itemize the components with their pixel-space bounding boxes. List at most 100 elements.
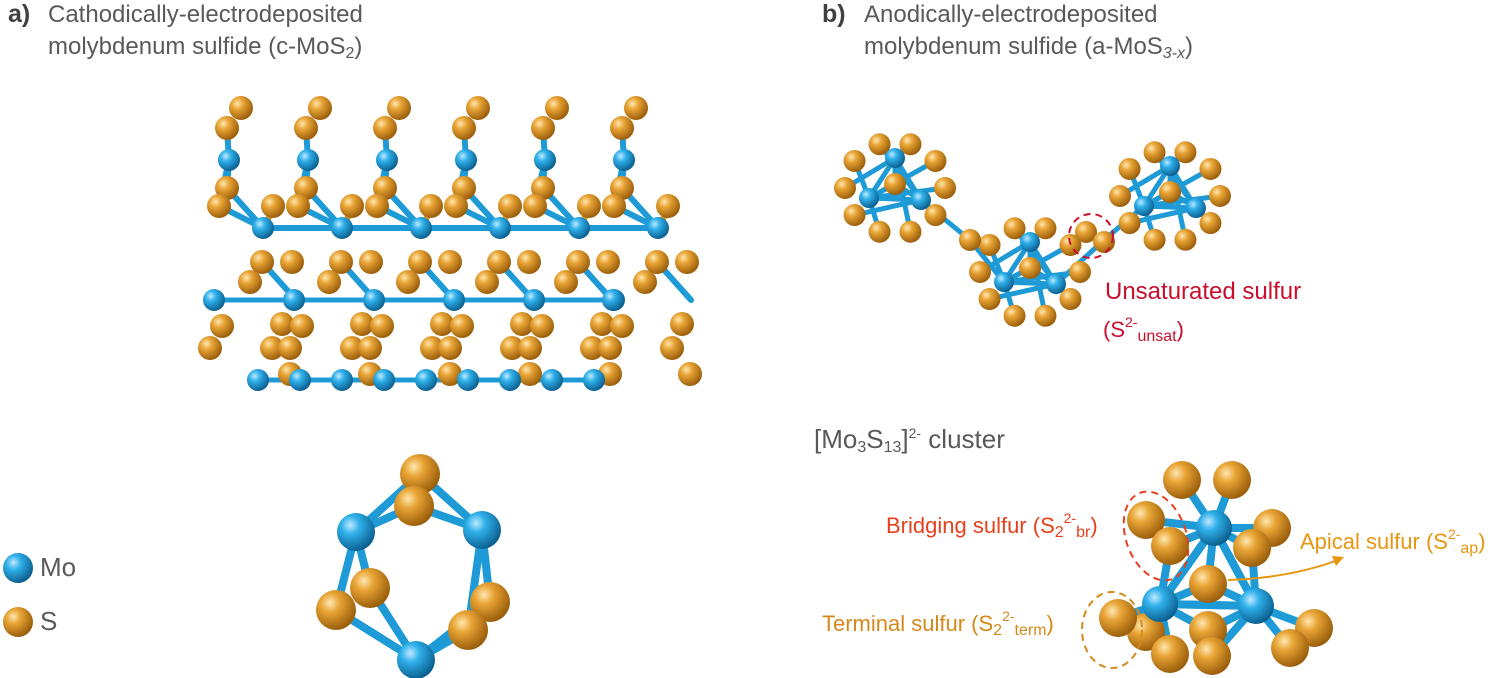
mo-atom bbox=[373, 369, 395, 391]
s-atom bbox=[1151, 635, 1189, 673]
s-atom bbox=[868, 133, 891, 156]
s-atom bbox=[448, 610, 488, 650]
s-atom bbox=[280, 250, 304, 274]
s-atom bbox=[373, 116, 397, 140]
s-atom bbox=[215, 176, 239, 200]
panel-b-letter: b) bbox=[822, 0, 846, 28]
s-atom bbox=[678, 362, 702, 386]
s-atom bbox=[531, 116, 555, 140]
panel-b-title-line2: molybdenum sulfide (a-MoS3-x) bbox=[864, 33, 1194, 62]
s-atom bbox=[1213, 461, 1251, 499]
s-atom bbox=[675, 250, 699, 274]
mo-atom bbox=[218, 149, 240, 171]
mo-atom bbox=[1020, 232, 1040, 252]
apical-sulfur-label: Apical sulfur (S2-ap) bbox=[1300, 526, 1486, 557]
bridging-sulfur-label: Bridging sulfur (S22-br) bbox=[886, 510, 1098, 541]
s-atom bbox=[1109, 185, 1131, 207]
bond bbox=[866, 185, 948, 201]
s-atom bbox=[438, 336, 462, 360]
s-atom bbox=[868, 220, 891, 243]
s-atom bbox=[286, 194, 310, 218]
atom-layer bbox=[3, 96, 1333, 678]
unsaturated-sulfur-symbol: (S2-unsat) bbox=[1103, 314, 1184, 345]
s-atom bbox=[1075, 221, 1097, 243]
mo-atom bbox=[252, 217, 274, 239]
s-atom bbox=[1143, 141, 1166, 164]
s-atom bbox=[207, 194, 231, 218]
s-atom bbox=[470, 582, 510, 622]
s-atom bbox=[517, 250, 541, 274]
s-atom bbox=[500, 336, 524, 360]
s-atom bbox=[358, 336, 382, 360]
s-atom bbox=[290, 314, 314, 338]
unsaturated-sulfur-label: Unsaturated sulfur bbox=[1105, 278, 1302, 305]
s-atom bbox=[475, 270, 499, 294]
s-atom bbox=[340, 336, 364, 360]
apical-sulfur-arrowhead bbox=[1332, 556, 1344, 566]
s-atom bbox=[1143, 228, 1166, 251]
s-atom bbox=[308, 96, 332, 120]
s-atom bbox=[590, 312, 614, 336]
mo-atom bbox=[289, 369, 311, 391]
s-atom bbox=[633, 270, 657, 294]
s-atom bbox=[1233, 529, 1271, 567]
s-atom bbox=[1019, 257, 1041, 279]
s-atom bbox=[365, 194, 389, 218]
mo-atom bbox=[613, 149, 635, 171]
s-atom bbox=[610, 116, 634, 140]
mo-atom bbox=[523, 289, 545, 311]
mo-atom bbox=[297, 149, 319, 171]
s-atom bbox=[215, 116, 239, 140]
mo-atom bbox=[541, 369, 563, 391]
s-atom bbox=[1069, 261, 1091, 283]
mo-atom bbox=[534, 149, 556, 171]
legend-label-mo: Mo bbox=[40, 552, 77, 582]
mo-atom bbox=[247, 369, 269, 391]
s-atom bbox=[978, 233, 1001, 256]
mo-atom bbox=[994, 272, 1014, 292]
annotation-marks bbox=[1068, 213, 1344, 669]
terminal-sulfur-highlight bbox=[1081, 591, 1143, 669]
s-atom bbox=[444, 194, 468, 218]
s-atom bbox=[884, 173, 906, 195]
s-atom bbox=[487, 250, 511, 274]
s-atom bbox=[523, 194, 547, 218]
s-atom bbox=[1034, 304, 1057, 327]
s-atom bbox=[394, 486, 434, 526]
s-atom bbox=[602, 194, 626, 218]
mo-atom bbox=[1196, 510, 1232, 546]
panel-b-title-line1: Anodically-electrodeposited bbox=[864, 1, 1158, 28]
s-atom bbox=[924, 149, 947, 172]
s-atom bbox=[510, 312, 534, 336]
mo-atom bbox=[489, 217, 511, 239]
s-atom bbox=[545, 96, 569, 120]
s-atom bbox=[317, 270, 341, 294]
mo-atom bbox=[455, 149, 477, 171]
mo-atom bbox=[1186, 198, 1206, 218]
s-atom bbox=[1003, 304, 1026, 327]
mo-atom bbox=[499, 369, 521, 391]
s-atom bbox=[229, 96, 253, 120]
mo-atom bbox=[1046, 274, 1066, 294]
panel-a-title-line2: molybdenum sulfide (c-MoS2) bbox=[48, 33, 363, 62]
s-atom bbox=[350, 568, 390, 608]
s-atom bbox=[959, 229, 981, 251]
s-atom bbox=[294, 176, 318, 200]
s-atom bbox=[670, 312, 694, 336]
mo-atom bbox=[283, 289, 305, 311]
mo-atom bbox=[1160, 156, 1180, 176]
s-atom bbox=[1174, 141, 1197, 164]
s-atom bbox=[198, 336, 222, 360]
s-atom bbox=[238, 270, 262, 294]
s-atom bbox=[438, 362, 462, 386]
s-atom bbox=[400, 454, 440, 494]
legend-mo-sphere bbox=[3, 553, 33, 583]
s-atom bbox=[466, 96, 490, 120]
s-atom bbox=[1118, 157, 1141, 180]
bond bbox=[987, 281, 1059, 302]
mo-atom bbox=[443, 289, 465, 311]
mo-atom bbox=[410, 217, 432, 239]
s-atom bbox=[518, 336, 542, 360]
s-atom bbox=[598, 336, 622, 360]
